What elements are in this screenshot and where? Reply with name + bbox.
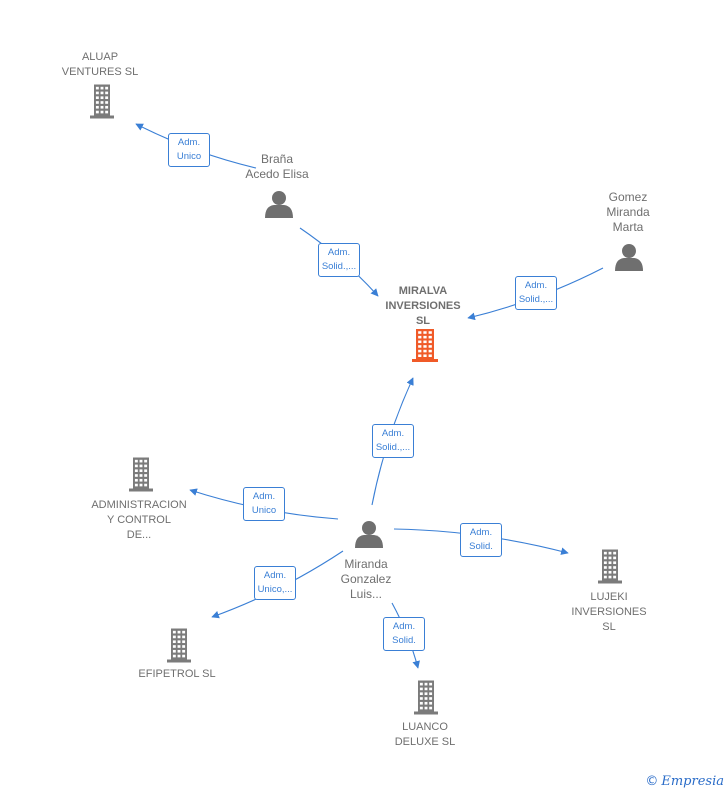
edge-label-miranda-to-luanco[interactable]: Adm. Solid. [383, 617, 425, 651]
building-icon [167, 628, 191, 663]
person-icon [265, 191, 293, 218]
node-label-admin[interactable]: ADMINISTRACION Y CONTROL DE... [91, 499, 187, 541]
node-label-miranda[interactable]: Miranda Gonzalez Luis... [340, 557, 392, 601]
company-node-efipetrol[interactable] [167, 628, 191, 663]
person-icon [615, 244, 643, 271]
company-node-miralva[interactable] [412, 329, 438, 362]
edge-label-miranda-to-efipetrol[interactable]: Adm. Unico,... [254, 566, 296, 600]
company-node-luanco[interactable] [414, 680, 438, 715]
watermark-text: Empresia [661, 774, 724, 789]
person-node-brana[interactable] [265, 191, 293, 218]
company-node-aluap[interactable] [90, 84, 114, 119]
edge-label-gomez-to-miralva[interactable]: Adm. Solid.,... [515, 276, 557, 310]
company-node-lujeki[interactable] [598, 549, 622, 584]
person-node-gomez[interactable] [615, 244, 643, 271]
node-label-aluap[interactable]: ALUAP VENTURES SL [61, 51, 139, 78]
building-icon [90, 84, 114, 119]
node-label-efipetrol[interactable]: EFIPETROL SL [138, 668, 216, 680]
edge-label-brana-to-aluap[interactable]: Adm. Unico [168, 133, 210, 167]
node-label-luanco[interactable]: LUANCO DELUXE SL [394, 721, 456, 748]
watermark: ©Empresia [645, 774, 724, 789]
node-label-miralva[interactable]: MIRALVA INVERSIONES SL [385, 285, 461, 327]
building-icon [412, 329, 438, 362]
edge-label-brana-to-miralva[interactable]: Adm. Solid.,... [318, 243, 360, 277]
building-icon [598, 549, 622, 584]
person-node-miranda[interactable] [355, 521, 383, 548]
person-icon [355, 521, 383, 548]
building-icon [414, 680, 438, 715]
building-icon [129, 457, 153, 492]
nodes-layer [90, 84, 643, 715]
edge-label-miranda-to-admin[interactable]: Adm. Unico [243, 487, 285, 521]
node-label-brana[interactable]: Braña Acedo Elisa [245, 152, 309, 181]
node-label-gomez[interactable]: Gomez Miranda Marta [606, 190, 650, 234]
copyright-symbol: © [645, 774, 659, 789]
edge-label-miranda-to-lujeki[interactable]: Adm. Solid. [460, 523, 502, 557]
company-node-admin[interactable] [129, 457, 153, 492]
edge-label-miranda-to-miralva[interactable]: Adm. Solid.,... [372, 424, 414, 458]
node-label-lujeki[interactable]: LUJEKI INVERSIONES SL [571, 591, 647, 633]
